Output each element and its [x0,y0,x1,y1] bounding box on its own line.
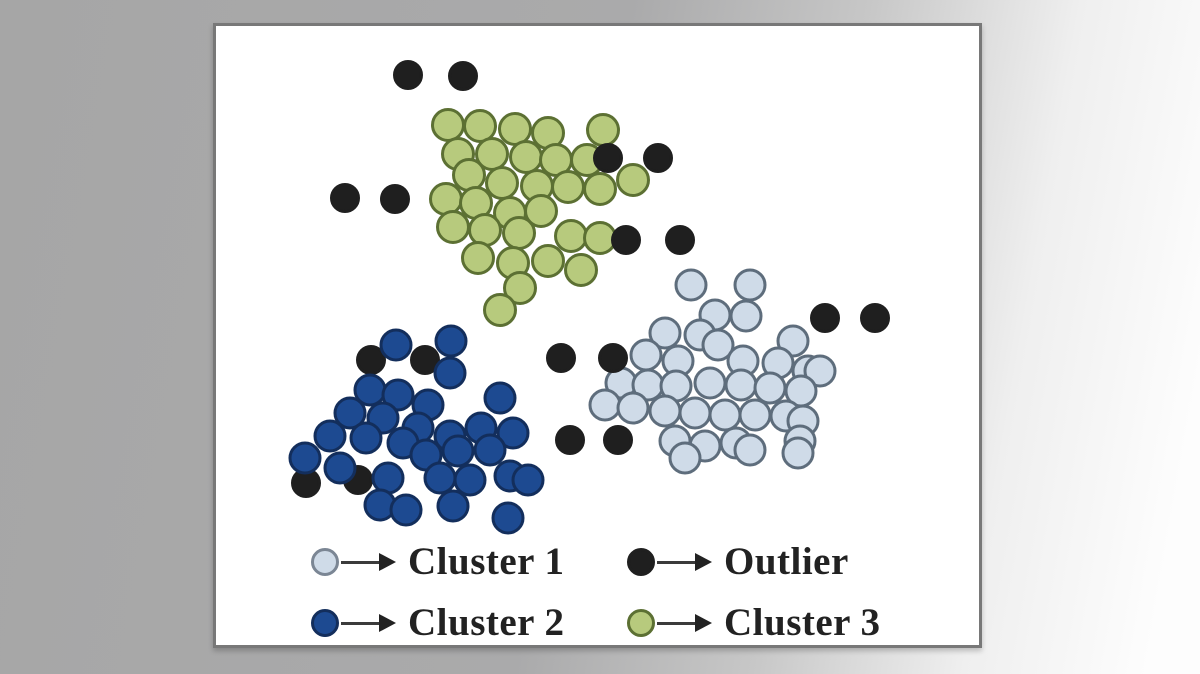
cluster1-point [724,368,758,402]
cluster3-point [502,216,536,250]
scatter-plot [216,26,979,645]
outlier-point [598,343,628,373]
cluster1-point [588,388,622,422]
cluster1-point [781,436,815,470]
outlier-point [665,225,695,255]
cluster3-point [531,244,565,278]
cluster2-point [433,356,467,390]
cluster1-point [659,369,693,403]
outlier-point [860,303,890,333]
outlier-point [380,184,410,214]
cluster3-point [461,241,495,275]
outlier-point [643,143,673,173]
cluster1-point [678,396,712,430]
cluster1-point [616,391,650,425]
cluster3-point [616,163,650,197]
cluster2-point [491,501,525,535]
cluster3-point [586,113,620,147]
outlier-point [330,183,360,213]
cluster3-point [551,170,585,204]
cluster1-point [729,299,763,333]
cluster1-point [648,394,682,428]
cluster1-point [668,441,702,475]
cluster1-point [708,398,742,432]
cluster1-point [693,366,727,400]
cluster2-point [379,328,413,362]
cluster2-point [511,463,545,497]
plot-panel: Cluster 1 Outlier Cluster 2 Cluster 3 [213,23,982,648]
outlier-point [593,143,623,173]
cluster2-point [349,421,383,455]
cluster3-point [564,253,598,287]
outlier-point [393,60,423,90]
cluster3-point [483,293,517,327]
cluster1-point [733,433,767,467]
cluster1-point [629,338,663,372]
cluster2-point [313,419,347,453]
cluster3-point [436,210,470,244]
cluster1-point [674,268,708,302]
cluster2-point [423,461,457,495]
cluster2-point [441,434,475,468]
outlier-point [448,61,478,91]
cluster2-point [436,489,470,523]
outlier-point [546,343,576,373]
outlier-point [555,425,585,455]
cluster1-point [738,398,772,432]
outlier-point [611,225,641,255]
cluster2-point [453,463,487,497]
cluster2-point [483,381,517,415]
cluster2-point [288,441,322,475]
cluster2-point [434,324,468,358]
cluster2-point [323,451,357,485]
outlier-point [810,303,840,333]
cluster1-point [733,268,767,302]
cluster3-point [583,172,617,206]
cluster2-point [389,493,423,527]
outlier-point [603,425,633,455]
